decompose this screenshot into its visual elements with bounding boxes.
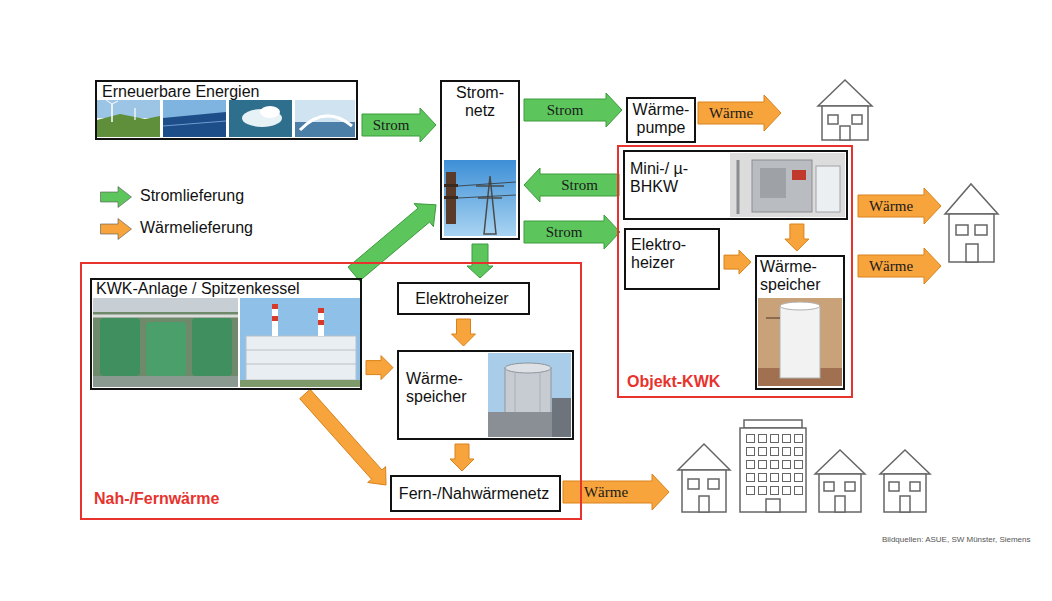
block-arrow (362, 108, 436, 142)
network-box: Fern-/Nahwärmenetz (390, 475, 561, 512)
plant-box: KWK-Anlage / Spitzenkessel (90, 278, 362, 390)
node-label: Elektro- heizer (631, 236, 703, 273)
heatpump-box: Wärme- pumpe (626, 97, 696, 143)
tank-photo (488, 353, 571, 437)
grid-photo (444, 160, 516, 236)
edge-label: Strom (547, 102, 584, 119)
node-label: Fern-/Nahwärmenetz (392, 485, 556, 503)
legend-label: Wärmelieferung (140, 219, 253, 237)
edge-label: Strom (373, 117, 410, 134)
grid-box: Strom- netz (440, 80, 520, 240)
storage-box: Wärme- speicher (755, 255, 845, 390)
edge-label: Strom (546, 224, 583, 241)
region-label: Objekt-KWK (627, 373, 807, 391)
region-frame: Nah-/Fernwärme KWK-Anlage / Spitzenkessel… (80, 262, 582, 520)
legend-arrow (101, 187, 132, 208)
node-label: Wärme- speicher (406, 370, 486, 407)
block-arrow (467, 244, 493, 278)
region-label: Nah-/Fernwärme (94, 490, 294, 508)
node-label: Erneuerbare Energien (102, 83, 352, 101)
block-arrow (724, 250, 751, 274)
chp-photo (730, 153, 845, 217)
block-arrow (348, 204, 436, 281)
block-arrow (524, 93, 622, 127)
chp-box: Mini-/ µ-BHKW (623, 150, 848, 220)
heater-box: Elektroheizer (397, 282, 530, 315)
legend-label: Stromlieferung (140, 187, 244, 205)
block-arrow (366, 356, 393, 380)
node-label: Mini-/ µ-BHKW (630, 160, 710, 197)
storage-box: Wärme- speicher (397, 350, 574, 440)
block-arrow (785, 224, 809, 251)
heater-box: Elektro- heizer (624, 228, 720, 290)
heat-label: Wärme (869, 198, 913, 215)
node-label: Strom- netz (444, 84, 516, 121)
node-label: Wärme- speicher (760, 258, 842, 295)
legend-arrow (101, 219, 132, 240)
source-note: Bildquellen: ASUE, SW Münster, Siemens (882, 535, 1031, 544)
legend-swatch (100, 218, 132, 240)
region-frame: Objekt-KWK Mini-/ µ-BHKW Elektro- heizerWä… (617, 145, 853, 398)
heat-label: Wärme (709, 105, 753, 122)
edge-label: Strom (561, 177, 598, 194)
renewables-photos (97, 100, 355, 137)
heat-label: Wärme (869, 258, 913, 275)
source-box: Erneuerbare Energien (95, 80, 358, 140)
block-arrow (452, 319, 476, 346)
block-arrow (450, 444, 474, 471)
block-arrow (524, 168, 619, 202)
plant-photos (93, 298, 360, 387)
heat-arrow (563, 95, 941, 510)
block-arrow (300, 389, 386, 485)
legend-swatch (100, 186, 132, 208)
block-arrow (524, 215, 620, 249)
node-label: KWK-Anlage / Spitzenkessel (96, 280, 358, 298)
node-label: Elektroheizer (399, 290, 525, 308)
node-label: Wärme- pumpe (630, 101, 692, 138)
storage-photo (758, 298, 842, 386)
heat-label: Wärme (584, 484, 628, 501)
